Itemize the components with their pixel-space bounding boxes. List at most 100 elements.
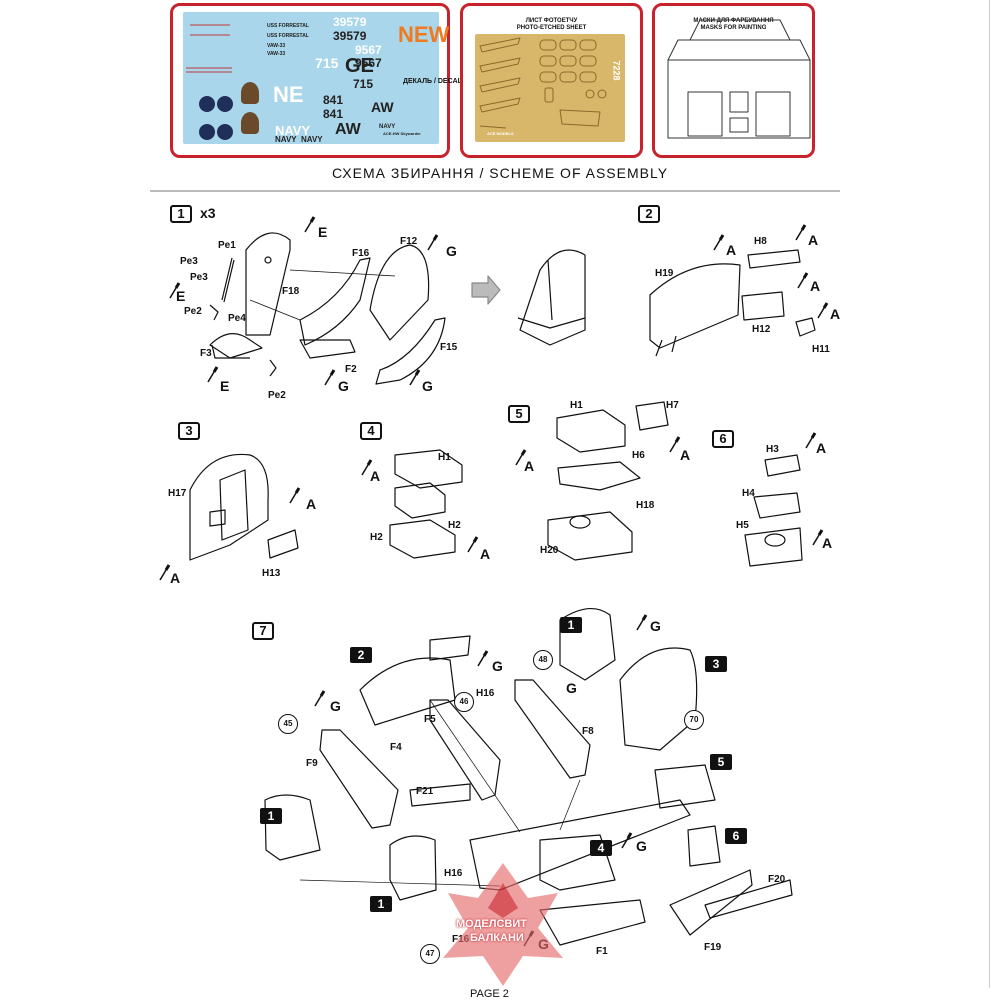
section-title: СХЕМА ЗБИРАННЯ / SCHEME OF ASSEMBLY [331, 165, 669, 181]
decal-code: 715 [353, 77, 374, 91]
star-roundel [199, 96, 215, 112]
watermark-line2: БАЛКАНИ [470, 932, 524, 944]
decal-code: 9567 [355, 43, 382, 57]
part-label: F21 [416, 786, 434, 797]
part-label: H17 [168, 488, 187, 499]
star-roundel [217, 124, 233, 140]
decal-code: 9567 [355, 56, 382, 70]
part-label: F15 [440, 342, 458, 353]
paint-code: G [636, 838, 647, 854]
canopy-masks [667, 19, 811, 139]
part-label: F8 [582, 726, 594, 737]
step7-parts [264, 608, 793, 946]
masks-title-ua: МАСКИ ДЛЯ ФАРБУВАННЯ [693, 18, 774, 24]
part-number-circle: 47 [420, 944, 440, 964]
part-number-circle: 45 [278, 714, 298, 734]
part-label: H5 [736, 520, 749, 531]
decal-navy: NAVY [275, 123, 311, 138]
paint-code: G [566, 680, 577, 696]
subassembly-ref: 3 [705, 656, 727, 672]
squadron-emblem [241, 82, 259, 104]
decal-sheet: 39579 39579 9567 9567 715 GE 715 841 841… [183, 12, 439, 144]
step3-parts [189, 453, 299, 561]
step2-number: 2 [638, 205, 660, 223]
pe-title-ua: ЛИСТ ФОТОЕТЧУ [525, 18, 578, 24]
decal-brand-note: ACE-HW Skywarder [383, 131, 421, 136]
paint-code: A [480, 546, 491, 562]
step6-parts [744, 454, 803, 567]
watermark-line1: МОДЕЛСВИТ [456, 918, 527, 930]
part-label: H13 [262, 568, 281, 579]
decal-code: 39579 [333, 29, 367, 43]
part-label: F4 [390, 742, 402, 753]
part-label: H18 [636, 500, 655, 511]
step1-multiplier: x3 [200, 205, 216, 221]
part-number-circle: 48 [533, 650, 553, 670]
part-label: H1 [570, 400, 583, 411]
part-number-circle: 70 [684, 710, 704, 730]
paint-code: G [446, 243, 457, 259]
page-frame [148, 0, 990, 988]
part-label: Pe2 [268, 390, 286, 401]
paint-code: E [318, 224, 328, 240]
paint-code: E [176, 288, 186, 304]
part-label: F19 [704, 942, 722, 953]
paint-code: A [680, 447, 691, 463]
part-label: Pe1 [218, 240, 236, 251]
step7-number: 7 [252, 622, 274, 640]
decal-markings [186, 24, 232, 73]
paint-code: A [170, 570, 181, 586]
decal-code: 841 [323, 107, 344, 121]
subassembly-ref: 1 [560, 617, 582, 633]
part-label: Pe3 [180, 256, 198, 267]
decal-letters: AW [371, 99, 394, 115]
pe-title-en: PHOTO-ETCHED SHEET [516, 25, 587, 31]
decal-navy: NAVY [275, 135, 297, 144]
part-label: F18 [282, 286, 300, 297]
photo-etched-panel: ЛИСТ ФОТОЕТЧУ PHOTO-ETCHED SHEET 7228 AC… [460, 3, 643, 158]
part-label: H8 [754, 236, 767, 247]
part-label: H19 [655, 268, 674, 279]
paint-code: A [306, 496, 317, 512]
pe-parts [479, 37, 607, 129]
step5-parts [547, 401, 669, 561]
part-label: F3 [200, 348, 212, 359]
part-label: Pe2 [184, 306, 202, 317]
step6-number: 6 [712, 430, 734, 448]
decal-letters: AW [335, 121, 361, 138]
paint-code: E [220, 378, 230, 394]
step1-assembled-seat [517, 249, 586, 346]
step4-parts [389, 449, 463, 559]
step1-number: 1 [170, 205, 192, 223]
paint-code: G [330, 698, 341, 714]
part-label: H1 [438, 452, 451, 463]
title-underline [150, 190, 840, 192]
part-label: F20 [768, 874, 786, 885]
part-label: H3 [766, 444, 779, 455]
step5-number: 5 [508, 405, 530, 423]
subassembly-ref: 1 [370, 896, 392, 912]
step1-result-arrow [471, 275, 501, 305]
part-label: H11 [812, 344, 830, 355]
pe-brand: ACE MODELS [487, 131, 514, 136]
step4-number: 4 [360, 422, 382, 440]
part-label: H20 [540, 545, 559, 556]
decal-code: 841 [323, 93, 344, 107]
subassembly-ref: 1 [260, 808, 282, 824]
part-label: F1 [596, 946, 608, 957]
part-label: H16 [476, 688, 495, 699]
paint-code: G [492, 658, 503, 674]
part-label: Pe3 [190, 272, 208, 283]
part-label: F9 [306, 758, 318, 769]
part-label: H12 [752, 324, 771, 335]
decal-letters: GE [345, 55, 374, 77]
paint-code: G [422, 378, 433, 394]
paint-code: A [816, 440, 827, 456]
paint-code: A [822, 535, 833, 551]
page-number: PAGE 2 [470, 988, 509, 1000]
star-roundel [199, 124, 215, 140]
part-number-circle: 46 [454, 692, 474, 712]
paint-code: A [810, 278, 821, 294]
masks-title-en: MASKS FOR PAINTING [700, 25, 767, 31]
